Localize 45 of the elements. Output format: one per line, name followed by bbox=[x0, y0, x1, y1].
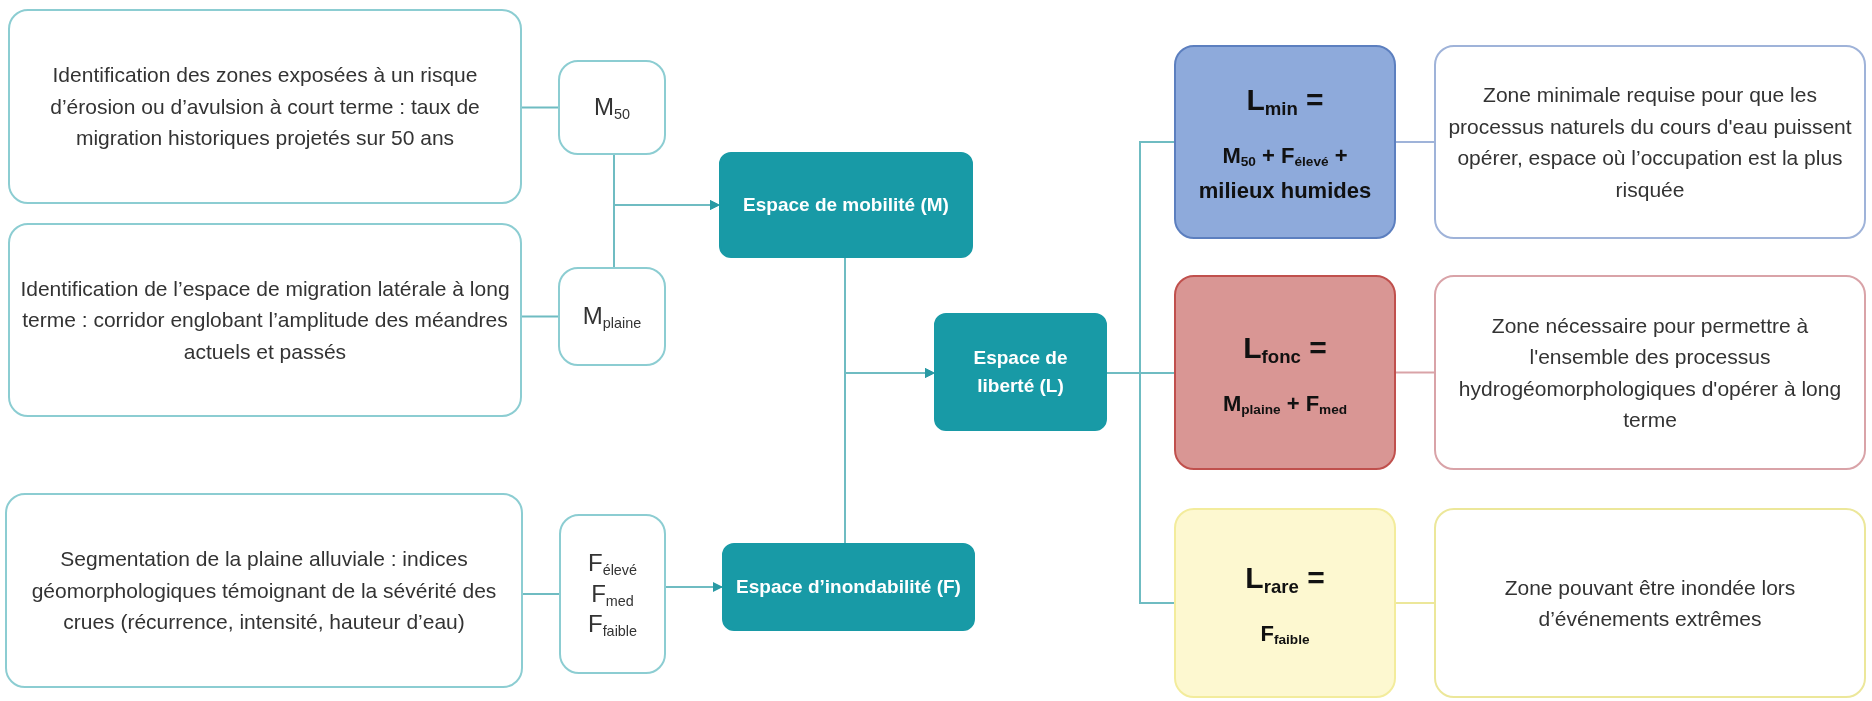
variable-box bbox=[558, 267, 666, 366]
variable-text: M$_{50}$ bbox=[594, 92, 630, 123]
description-text: Zone minimale requise pour que les processus naturels du cours d'eau puissent opérer, espace où l’occupation est la plus risquée bbox=[1447, 82, 1853, 203]
description-text: Identification des zones exposées à un risque d’érosion ou d’avulsion à court terme : taux de migration historiques projetés sur 50 ans bbox=[49, 62, 481, 152]
formula-text: M$_{plaine}$ + F$_{med}$ bbox=[1222, 389, 1348, 420]
description-text: Identification de l’espace de migration latérale à long terme : corridor englobant l’amplitude des méandres actuels et passés bbox=[20, 275, 510, 365]
process-box bbox=[934, 313, 1107, 431]
connector-line bbox=[521, 106, 559, 109]
description-box bbox=[1434, 275, 1866, 470]
formula-text: M$_{50}$ + F$_{élevé}$ + milieux humides bbox=[1197, 141, 1373, 205]
formula-heading: L$_{rare}$ = bbox=[1245, 560, 1325, 600]
process-text: Espace d’inondabilité (F) bbox=[736, 575, 961, 600]
description-text: Zone pouvant être inondée lors d’événements extrêmes bbox=[1503, 574, 1797, 632]
arrow bbox=[844, 368, 935, 544]
process-text: Espace de mobilité (M) bbox=[743, 193, 949, 218]
formula-box bbox=[1174, 275, 1396, 470]
description-box bbox=[8, 9, 522, 204]
description-box bbox=[1434, 508, 1866, 698]
formula-heading: L$_{min}$ = bbox=[1246, 81, 1324, 121]
connector-line bbox=[1395, 141, 1435, 143]
connector-line bbox=[1106, 372, 1175, 604]
variable-text: F$_{élevé}$ bbox=[587, 548, 638, 579]
process-box bbox=[722, 543, 975, 631]
arrow bbox=[665, 582, 723, 592]
formula-box bbox=[1174, 508, 1396, 698]
formula-text: F$_{faible}$ bbox=[1260, 620, 1310, 650]
description-box bbox=[5, 493, 523, 688]
connector-line bbox=[521, 315, 559, 318]
connector-line bbox=[522, 593, 560, 595]
process-text: Espace de liberté (L) bbox=[972, 346, 1069, 398]
description-box bbox=[8, 223, 522, 417]
formula-box bbox=[1174, 45, 1396, 239]
description-box bbox=[1434, 45, 1866, 239]
variable-text: M$_{plaine}$ bbox=[582, 301, 642, 332]
variable-box bbox=[559, 514, 666, 674]
variable-text: F$_{med}$ bbox=[591, 578, 634, 610]
connector-line bbox=[1395, 371, 1435, 374]
description-text: Zone nécessaire pour permettre à l'ensemble des processus hydrogéomorphologiques d'opérer à long terme bbox=[1457, 312, 1843, 433]
formula-heading: L$_{fonc}$ = bbox=[1243, 329, 1327, 369]
variable-box bbox=[558, 60, 666, 155]
connector-line bbox=[1395, 602, 1435, 604]
process-box bbox=[719, 152, 973, 258]
arrow bbox=[613, 200, 720, 268]
description-text: Segmentation de la plaine alluviale : indices géomorphologiques témoignant de la sévérité des crues (récurrence, intensité, hauteur d’eau) bbox=[30, 546, 498, 636]
variable-text: F$_{faible}$ bbox=[587, 609, 638, 640]
